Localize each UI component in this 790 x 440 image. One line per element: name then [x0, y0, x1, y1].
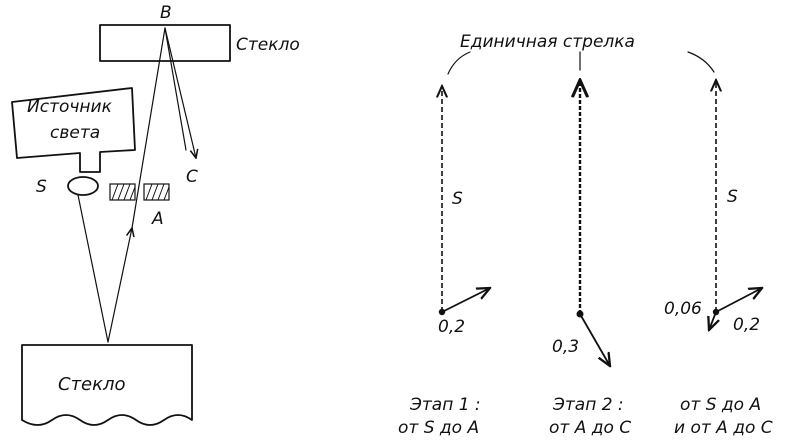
left-optics-diagram: Стекло B Источник света S A C — [11, 3, 300, 426]
top-glass-plate — [99, 24, 231, 62]
stage1-small-vector — [441, 288, 490, 313]
source-label-line2: света — [50, 123, 100, 143]
leader-line-3 — [687, 51, 715, 73]
ray-b-to-c-2 — [164, 27, 196, 158]
top-glass-label: Стекло — [236, 35, 300, 55]
ray-b-to-c-1 — [164, 27, 187, 151]
leader-line-1 — [447, 51, 471, 75]
point-b-label: B — [160, 3, 172, 23]
stage3-value-left: 0,06 — [664, 299, 702, 319]
source-label-line1: Источник — [27, 97, 113, 117]
light-source-box — [11, 87, 136, 173]
stage3-forward-vector — [715, 288, 762, 313]
stage3-group: S 0,06 0,2 от S до А и от А до С — [664, 80, 773, 438]
stage1-group: S 0,2 Этап 1 : от S до А — [398, 86, 490, 438]
point-a-label: A — [151, 209, 164, 229]
stage2-caption-line2: от А до С — [549, 418, 631, 438]
stage3-value-right: 0,2 — [733, 315, 760, 335]
source-lens — [67, 176, 99, 196]
stage3-back-vector — [709, 311, 716, 330]
right-arrow-diagram: Единичная стрелка S 0,2 Этап 1 : от S до… — [398, 32, 773, 438]
stage3-caption-line2: и от А до С — [674, 418, 773, 438]
ray-source-to-bottom — [77, 194, 109, 343]
stage1-caption-line2: от S до А — [398, 418, 479, 438]
stage1-s-label: S — [452, 189, 463, 209]
stage1-value: 0,2 — [438, 317, 465, 337]
unit-arrow-label: Единичная стрелка — [460, 32, 635, 52]
hatched-screen — [109, 183, 170, 201]
ray-a-to-b — [131, 27, 166, 229]
point-c-label: C — [186, 167, 198, 187]
bottom-glass-label: Стекло — [58, 374, 126, 395]
stage2-value: 0,3 — [552, 337, 579, 357]
stage2-group: 0,3 Этап 2 : от А до С — [549, 80, 631, 438]
stage3-caption-line1: от S до А — [680, 395, 761, 415]
point-s-label: S — [36, 177, 47, 197]
stage1-caption-line1: Этап 1 : — [409, 395, 481, 415]
bottom-glass-block — [21, 344, 193, 426]
stage2-small-vector — [579, 313, 610, 366]
stage2-caption-line1: Этап 2 : — [552, 395, 624, 415]
ray-bottom-to-a — [107, 228, 132, 343]
stage3-s-label: S — [727, 187, 738, 207]
